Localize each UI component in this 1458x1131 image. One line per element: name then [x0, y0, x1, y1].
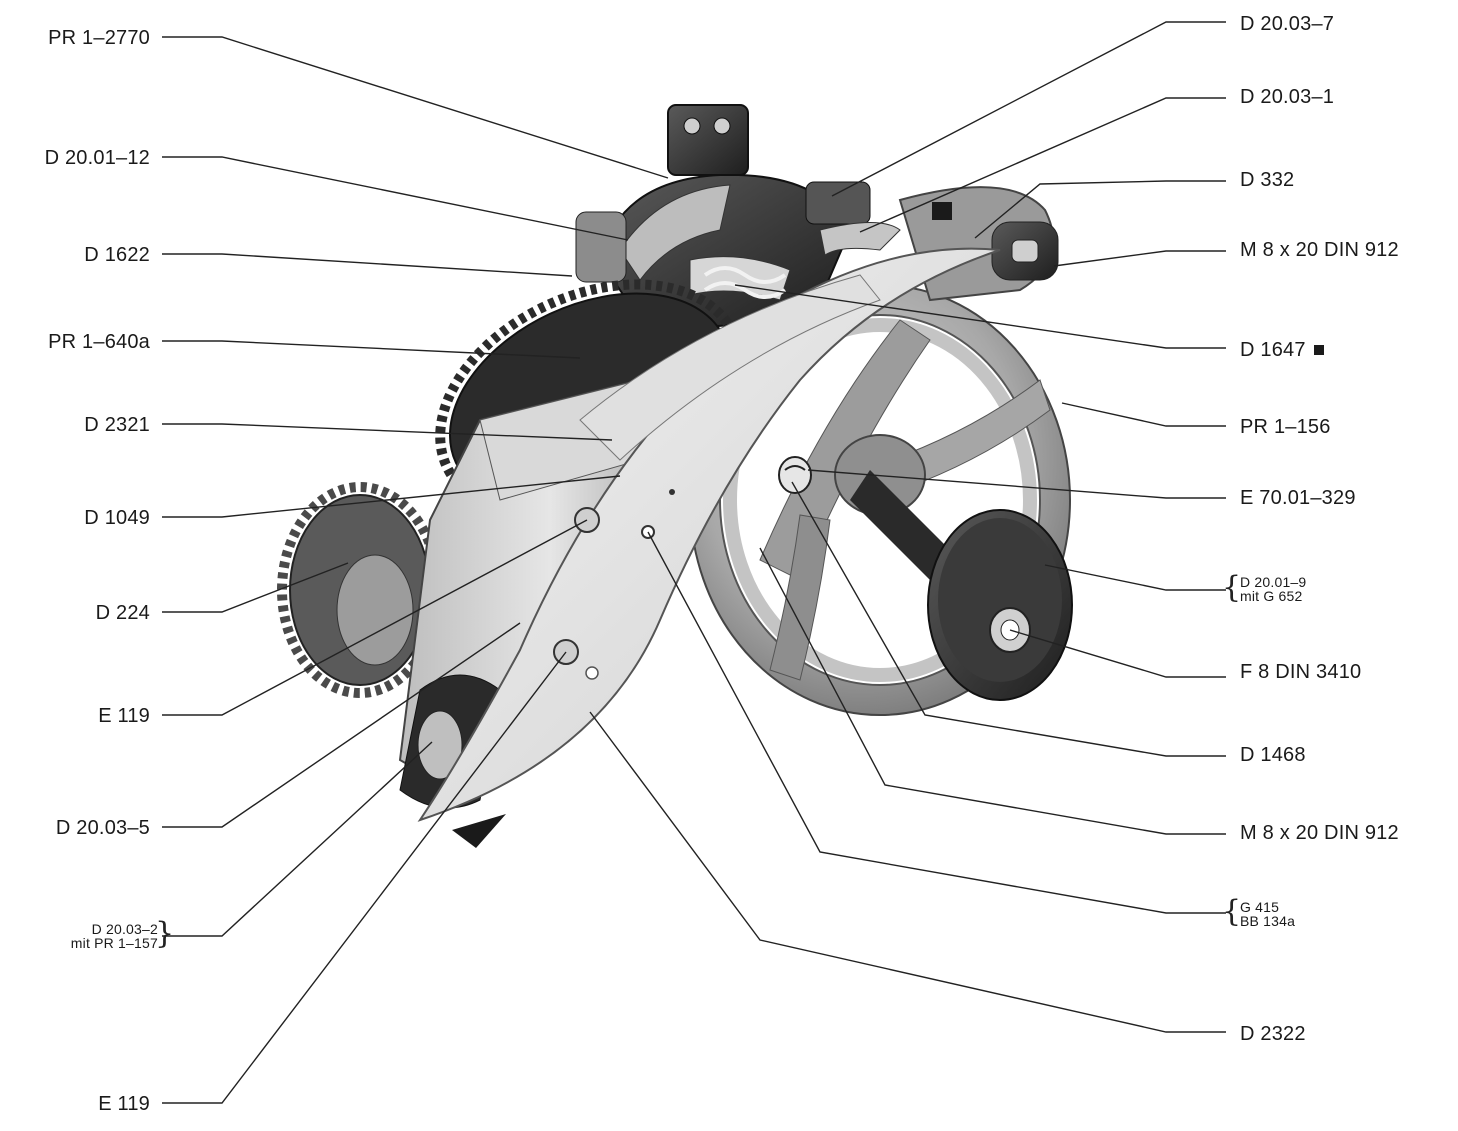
- label-d-1049: D 1049: [84, 507, 150, 529]
- label-d-1647: D 1647: [1240, 339, 1324, 361]
- square-marker-icon: [1313, 345, 1324, 355]
- leader-d-2321: [162, 423, 613, 441]
- leader-pr-1-2770: [162, 36, 669, 179]
- shaft-and-knob: [850, 470, 1073, 701]
- leader-pr-1-640a: [162, 340, 581, 359]
- leader-m-8x20-a: [1053, 250, 1226, 267]
- label-e-119-b: E 119: [98, 1093, 150, 1115]
- leader-e-70-01-329: [807, 469, 1226, 499]
- label-e-70-01-329: E 70.01–329: [1240, 487, 1356, 509]
- brace-right-1: {: [1222, 570, 1242, 605]
- leader-d-20-03-7: [831, 21, 1226, 197]
- leader-d-20-01-9: [1044, 564, 1226, 591]
- leader-g-415: [647, 531, 1226, 914]
- leader-m-8x20-b: [759, 547, 1226, 835]
- leader-d-1468: [791, 481, 1226, 757]
- leader-e-119-b: [162, 651, 567, 1104]
- leader-d-332: [974, 180, 1226, 239]
- label-d-20-03-2-line1: D 20.03–2: [91, 921, 158, 937]
- label-d-2322: D 2322: [1240, 1023, 1306, 1045]
- label-f-8-din-3410: F 8 DIN 3410: [1240, 661, 1362, 683]
- label-g-415-line1: G 415: [1240, 899, 1280, 915]
- label-d-20-01-12: D 20.01–12: [44, 147, 150, 169]
- leader-d-20-03-2: [162, 741, 433, 937]
- leader-pr-1-156: [1061, 402, 1226, 427]
- label-d-332: D 332: [1240, 169, 1295, 191]
- leader-f-8-din-3410: [1009, 629, 1226, 678]
- label-pr-1-2770: PR 1–2770: [48, 27, 150, 49]
- leader-d-1647: [734, 284, 1226, 349]
- label-d-20-01-9-line1: D 20.01–9: [1240, 574, 1307, 590]
- label-d-20-03-2-line2: mit PR 1–157: [70, 935, 158, 951]
- label-d-1622: D 1622: [84, 244, 150, 266]
- leader-d-1622: [162, 253, 573, 277]
- brace-right-2: {: [1222, 894, 1242, 929]
- leader-d-20-03-5: [162, 622, 521, 828]
- leader-d-20-01-12: [162, 156, 629, 241]
- label-d-1468: D 1468: [1240, 744, 1306, 766]
- label-pr-1-156: PR 1–156: [1240, 416, 1331, 438]
- label-m-8x20-b: M 8 x 20 DIN 912: [1240, 822, 1399, 844]
- label-d-20-03-5: D 20.03–5: [55, 817, 150, 839]
- label-d-224: D 224: [95, 602, 150, 624]
- label-d-1647-text: D 1647: [1240, 339, 1306, 361]
- hub-screw: [778, 456, 812, 494]
- brace-left: {: [155, 916, 175, 951]
- label-e-119-a: E 119: [98, 705, 150, 727]
- top-cam-body: [575, 104, 952, 328]
- label-d-20-01-9: D 20.01–9 mit G 652: [1240, 575, 1306, 603]
- label-pr-1-640a: PR 1–640a: [48, 331, 150, 353]
- leader-d-224: [162, 562, 349, 613]
- leader-d-20-03-1: [859, 97, 1226, 233]
- leader-d-2322: [589, 711, 1226, 1033]
- label-d-20-01-9-line2: mit G 652: [1240, 588, 1303, 604]
- label-g-415: G 415 BB 134a: [1240, 900, 1295, 928]
- label-d-2321: D 2321: [84, 414, 150, 436]
- leader-e-119-a: [162, 519, 588, 716]
- label-d-20-03-2: D 20.03–2 mit PR 1–157: [71, 922, 158, 950]
- label-d-20-03-1: D 20.03–1: [1240, 86, 1335, 108]
- label-g-415-line2: BB 134a: [1240, 913, 1296, 929]
- leader-d-1049: [162, 475, 621, 518]
- label-m-8x20-a: M 8 x 20 DIN 912: [1240, 239, 1399, 261]
- leader-lines: [162, 21, 1226, 1104]
- label-d-20-03-7: D 20.03–7: [1240, 13, 1335, 35]
